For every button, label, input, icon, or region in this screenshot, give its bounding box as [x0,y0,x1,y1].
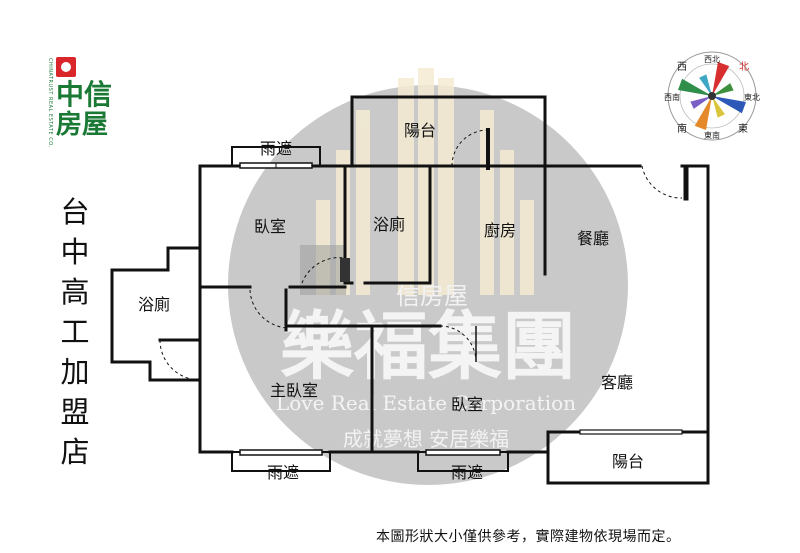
label-balcony-bottom: 陽台 [612,452,644,471]
store-char: 中 [60,235,90,269]
label-balcony-top: 陽台 [404,121,436,140]
bath1-fixture [340,258,350,282]
balcony-sliding-door [579,429,683,435]
door-swing-balcony [451,129,489,167]
compass-label-top-right: 北 [739,61,749,73]
window-bottom-left [239,449,323,456]
logo-emblem-icon [56,57,76,77]
label-canopy-top: 雨遮 [260,139,292,158]
store-char: 盟 [60,395,90,429]
compass-icon: 西北 北 東北 東 東南 南 西南 西 [664,51,760,141]
compass-needle-north [712,61,730,96]
watermark-slogan: 成就夢想 安居樂福 [343,427,509,451]
room-labels: 陽台 雨遮 臥室 浴廁 廚房 餐廳 浴廁 主臥室 臥室 客廳 陽台 雨遮 雨遮 [138,121,644,482]
wall-left-lower [198,285,234,454]
store-char: 店 [60,435,90,469]
door-swing-bath2 [159,339,201,381]
label-canopy-bottom-left: 雨遮 [267,463,299,482]
label-master-bedroom: 主臥室 [270,381,318,400]
wall-right [546,164,710,485]
label-kitchen: 廚房 [484,221,516,240]
watermark-brand-small: 信房屋 [396,282,468,310]
compass-label-top: 西北 [704,55,720,64]
store-char: 台 [60,195,90,229]
disclaimer: 本圖形狀大小僅供參考，實際建物依現場而定。 [376,529,681,545]
wall-bath2 [110,246,202,382]
watermark: 信房屋 樂福集團 Love Real Estate Corporation 成就… [228,68,628,485]
logo-chinese-name: 中信 房屋 [56,78,118,141]
door-swing-entrance [641,165,683,199]
watermark-group: 樂福集團 [280,304,576,390]
company-logo: CHINATRUST REAL ESTATE CO. 中信 房屋 [42,54,122,174]
watermark-english: Love Real Estate Corporation [276,391,576,415]
windows [231,146,683,472]
compass-label-top-left: 西 [677,62,687,73]
label-bathroom-1: 浴廁 [373,215,405,234]
logo-chinese-line1: 中信 [56,78,113,111]
label-bathroom-2: 浴廁 [138,295,170,314]
compass-label-right: 東北 [744,92,760,102]
label-dining: 餐廳 [577,229,609,248]
logo-chinese-line2: 房屋 [56,110,109,140]
compass-label-bottom-right: 東 [738,122,748,135]
door-swing-master [249,289,289,329]
logo-english-name: CHINATRUST REAL ESTATE CO. [47,58,53,148]
label-living: 客廳 [601,373,633,392]
compass-label-bottom-left: 南 [677,122,687,135]
label-canopy-bottom-right: 雨遮 [451,463,483,482]
compass-label-bottom: 東南 [704,130,720,140]
compass-label-left: 西南 [664,92,680,102]
store-char: 工 [60,315,90,349]
door-swing-bath1 [301,257,346,284]
store-name: 台 中 高 工 加 盟 店 [55,192,95,472]
label-bedroom-2: 臥室 [451,395,483,414]
store-char: 加 [60,355,90,389]
window-bottom-right [425,449,501,456]
label-bedroom-1: 臥室 [254,217,286,236]
store-char: 高 [60,275,90,309]
